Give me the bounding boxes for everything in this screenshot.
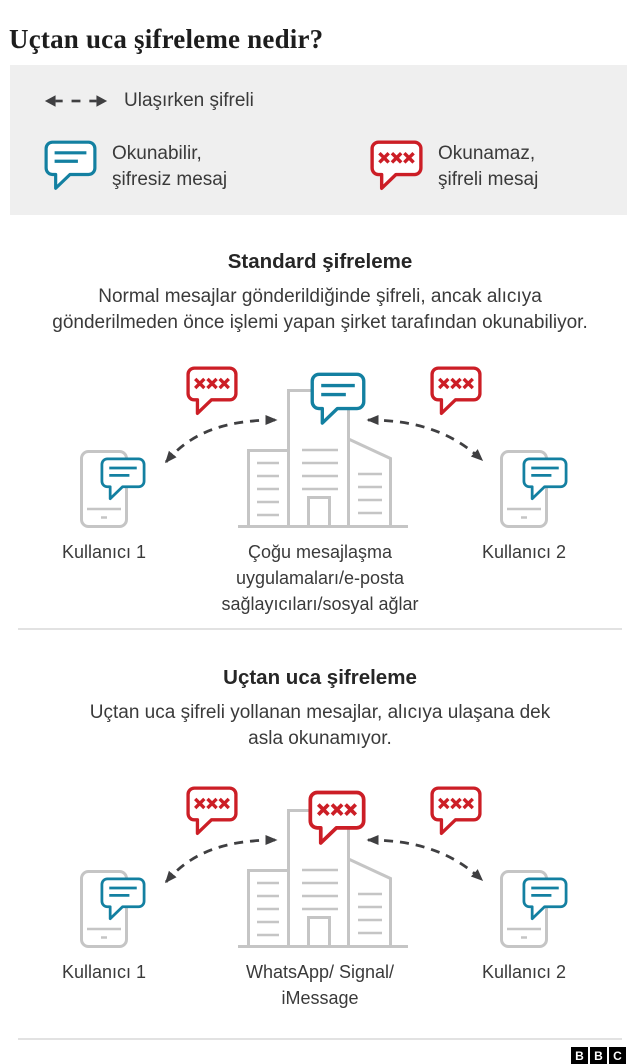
- legend-box: Ulaşırken şifreli Okunabilir, şifresiz m…: [10, 65, 627, 215]
- encrypted-bubble-right-icon: [430, 786, 482, 836]
- section-description: Normal mesajlar gönderildiğinde şifreli,…: [52, 286, 588, 333]
- label-user1: Kullanıcı 1: [61, 542, 147, 562]
- diagram-labels: Kullanıcı 1 WhatsApp/ Signal/ iMessage K…: [0, 952, 640, 1012]
- section-description: Uçtan uca şifreli yollanan mesajlar, alı…: [89, 702, 551, 749]
- bbc-logo-block: B: [571, 1047, 588, 1064]
- legend-readable-label: Okunabilir, şifresiz mesaj: [112, 143, 228, 190]
- bbc-logo: B B C: [0, 1047, 626, 1064]
- legend-readable-item: Okunabilir, şifresiz mesaj: [44, 140, 370, 193]
- label-provider: Çoğu mesajlaşma uygulamaları/e-posta sağ…: [221, 542, 419, 614]
- diagram-e2e-encryption: [80, 786, 568, 948]
- label-user2: Kullanıcı 2: [481, 542, 567, 562]
- footer-divider: [18, 1038, 622, 1040]
- legend-bubble-row: Okunabilir, şifresiz mesaj Okunamaz, şif…: [44, 140, 627, 193]
- encrypted-bubble-left-icon: [186, 366, 238, 416]
- transit-arrow-right: [366, 415, 484, 462]
- readable-message-icon: [44, 140, 97, 190]
- encrypted-bubble-right-icon: [430, 366, 482, 416]
- diagram-labels: Kullanıcı 1 Çoğu mesajlaşma uygulamaları…: [0, 532, 640, 620]
- legend-encrypted-label: Okunamaz, şifreli mesaj: [438, 143, 539, 190]
- label-user1: Kullanıcı 1: [61, 962, 147, 982]
- bbc-logo-block: C: [609, 1047, 626, 1064]
- encrypted-message-icon: [370, 140, 423, 190]
- bbc-logo-block: B: [590, 1047, 607, 1064]
- legend-encrypted-item: Okunamaz, şifreli mesaj: [370, 140, 538, 193]
- legend-transit-label: Ulaşırken şifreli: [124, 90, 254, 111]
- diagram-standard-encryption: [80, 366, 568, 528]
- label-user2: Kullanıcı 2: [481, 962, 567, 982]
- page-title: Uçtan uca şifreleme nedir?: [9, 24, 324, 54]
- section-heading: Uçtan uca şifreleme: [223, 666, 417, 689]
- section-e2e-encryption: Uçtan uca şifreleme Uçtan uca şifreli yo…: [0, 630, 640, 1012]
- encrypted-bubble-left-icon: [186, 786, 238, 836]
- section-divider: [18, 628, 622, 630]
- transit-arrow-right: [366, 835, 484, 882]
- label-provider: WhatsApp/ Signal/ iMessage: [245, 962, 395, 1008]
- section-heading: Standard şifreleme: [227, 250, 413, 273]
- legend-transit-row: Ulaşırken şifreli: [44, 87, 627, 114]
- section-standard-encryption: Standard şifreleme Normal mesajlar gönde…: [0, 215, 640, 620]
- dashed-double-arrow-icon: [44, 94, 108, 107]
- footer: B B C: [0, 1038, 640, 1064]
